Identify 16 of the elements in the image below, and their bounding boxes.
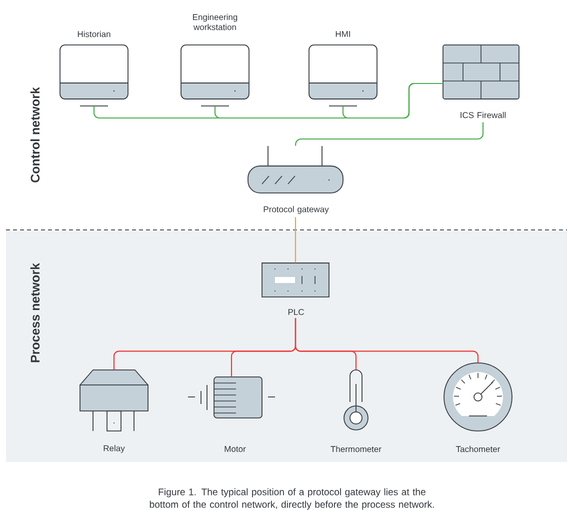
device-label: PLC: [288, 308, 304, 315]
device-label: Historian: [78, 30, 110, 38]
device-label: Engineering workstation: [193, 14, 238, 30]
connector-line: [294, 217, 296, 263]
device-label: ICS Firewall: [460, 112, 506, 118]
connector-line: [294, 122, 484, 146]
zone-label: Process network: [30, 262, 40, 362]
device-label: Thermometer: [330, 446, 382, 452]
connector-line: [342, 82, 443, 119]
device-label: Protocol gateway: [264, 206, 329, 214]
device-label: Motor: [224, 446, 246, 452]
device-label: Relay: [104, 445, 125, 453]
device-label: Tachometer: [456, 446, 500, 452]
caption: Figure 1. The typical position of a protocol gateway lies at the bottom of the control network, directly before the process network.: [150, 488, 434, 510]
zone-label: Control network: [30, 87, 40, 182]
device-label: HMI: [336, 31, 350, 37]
